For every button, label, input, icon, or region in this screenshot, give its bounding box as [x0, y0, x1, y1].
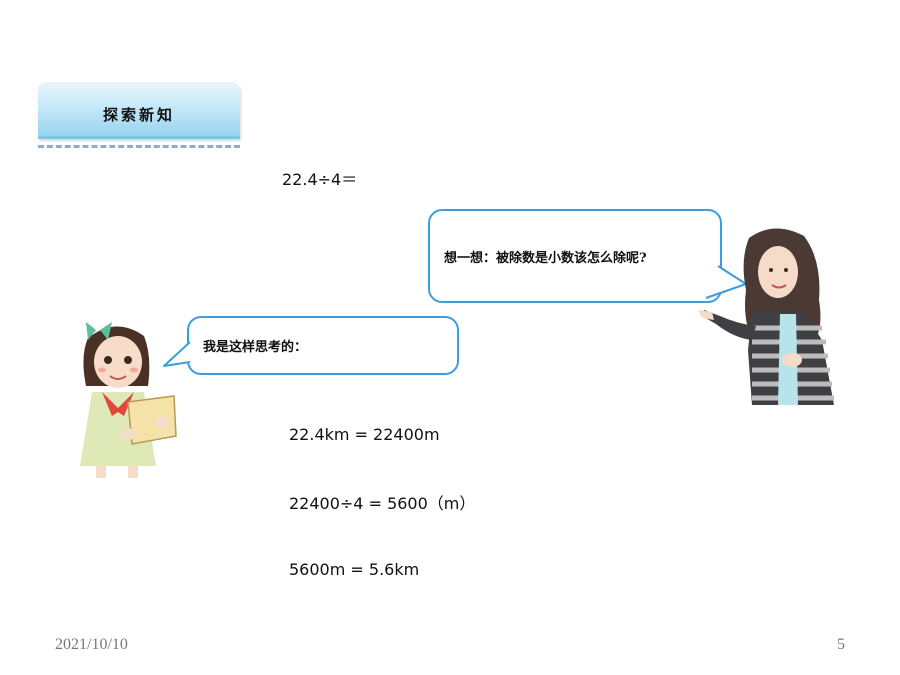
- section-tab: 探索新知: [38, 82, 240, 139]
- dashed-divider: [38, 145, 240, 148]
- step-3: 5600m = 5.6km: [289, 560, 420, 579]
- student-speech-bubble: 我是这样思考的：: [187, 316, 459, 375]
- step-1: 22.4km = 22400m: [289, 425, 440, 444]
- page-number: 5: [837, 636, 845, 653]
- step-2: 22400÷4 = 5600（m）: [289, 494, 476, 513]
- teacher-speech-text: 想一想：被除数是小数该怎么除呢?: [444, 250, 647, 266]
- student-illustration: [80, 322, 177, 478]
- footer-date: 2021/10/10: [55, 636, 128, 653]
- teacher-illustration: [698, 228, 834, 405]
- student-bubble-tail: [163, 341, 191, 367]
- section-title: 探索新知: [102, 106, 175, 124]
- problem-expression: 22.4÷4＝: [282, 170, 358, 189]
- student-speech-text: 我是这样思考的：: [203, 340, 308, 355]
- teacher-speech-bubble: 想一想：被除数是小数该怎么除呢?: [428, 209, 722, 303]
